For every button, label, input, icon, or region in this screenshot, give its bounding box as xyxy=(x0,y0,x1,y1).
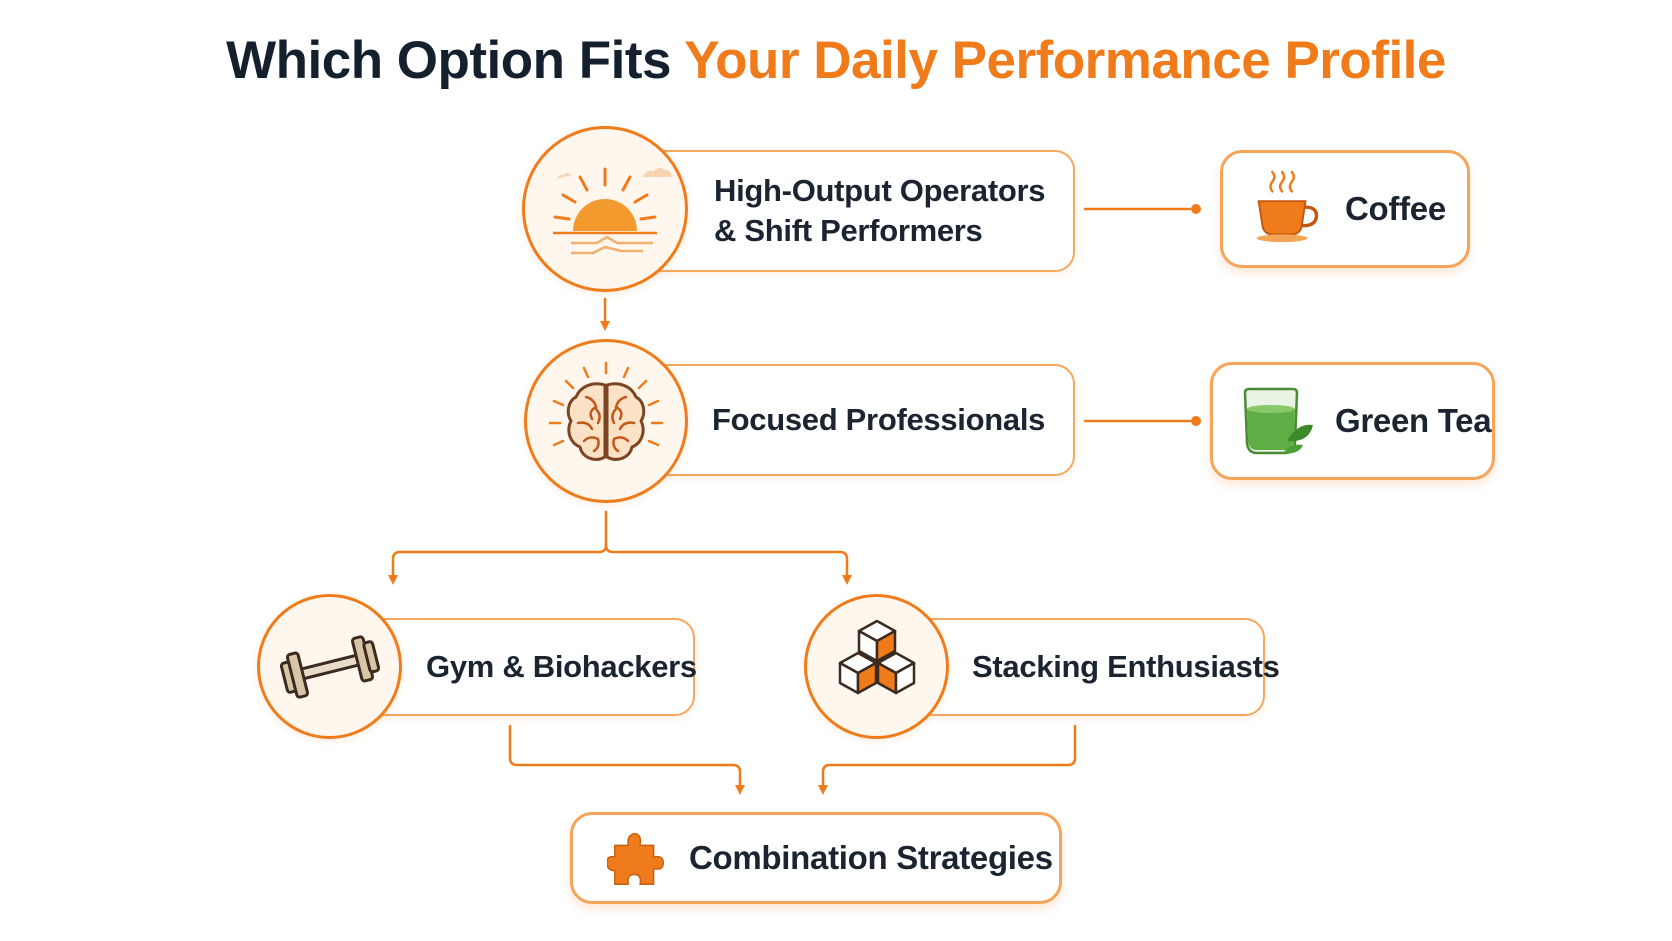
profile-icon-gym xyxy=(257,594,402,739)
arrow-stacking-to-combination xyxy=(818,724,1077,795)
profile-icon-stacking xyxy=(804,594,949,739)
profile-label-gym: Gym & Biohackers xyxy=(426,648,697,684)
page-title: Which Option Fits Your Daily Performance… xyxy=(0,30,1672,91)
profile-icon-high-output xyxy=(522,126,688,292)
outcome-label-combination: Combination Strategies xyxy=(689,838,1053,876)
arrow-focused-to-gym xyxy=(388,510,608,585)
green-tea-glass-icon xyxy=(1243,387,1313,455)
connector-dot-coffee xyxy=(1191,204,1201,214)
title-highlight: Your Daily Performance Profile xyxy=(684,31,1446,90)
outcome-card-combination: Combination Strategies xyxy=(570,812,1062,904)
profile-label-high-output: High-Output Operators & Shift Performers xyxy=(714,171,1046,252)
arrow-focused-to-stacking xyxy=(604,543,852,585)
outcome-label-coffee: Coffee xyxy=(1345,189,1446,227)
title-prefix: Which Option Fits xyxy=(226,31,671,90)
arrow-gym-to-combination xyxy=(508,724,745,795)
profile-card-stacking: Stacking Enthusiasts xyxy=(900,618,1280,716)
outcome-card-green-tea: Green Tea xyxy=(1210,362,1495,480)
cubes-icon xyxy=(838,619,915,694)
outcome-card-coffee: Coffee xyxy=(1220,150,1470,268)
puzzle-piece-icon xyxy=(607,832,665,885)
profile-label-high-output-line2: & Shift Performers xyxy=(714,213,983,248)
profile-label-high-output-line1: High-Output Operators xyxy=(714,172,1046,208)
sunrise-icon xyxy=(553,167,672,255)
profile-icon-focused xyxy=(524,339,688,503)
brain-icon xyxy=(548,361,664,461)
profile-label-stacking: Stacking Enthusiasts xyxy=(972,648,1280,684)
outcome-label-green-tea: Green Tea xyxy=(1335,401,1492,439)
connector-dot-green-tea xyxy=(1191,416,1201,426)
profile-card-focused: Focused Professionals xyxy=(620,364,1075,476)
profile-card-gym: Gym & Biohackers xyxy=(360,618,697,716)
profile-label-focused: Focused Professionals xyxy=(712,401,1046,437)
dumbbell-icon xyxy=(279,634,380,699)
coffee-cup-icon xyxy=(1256,170,1319,243)
profile-card-high-output: High-Output Operators & Shift Performers xyxy=(620,150,1075,272)
